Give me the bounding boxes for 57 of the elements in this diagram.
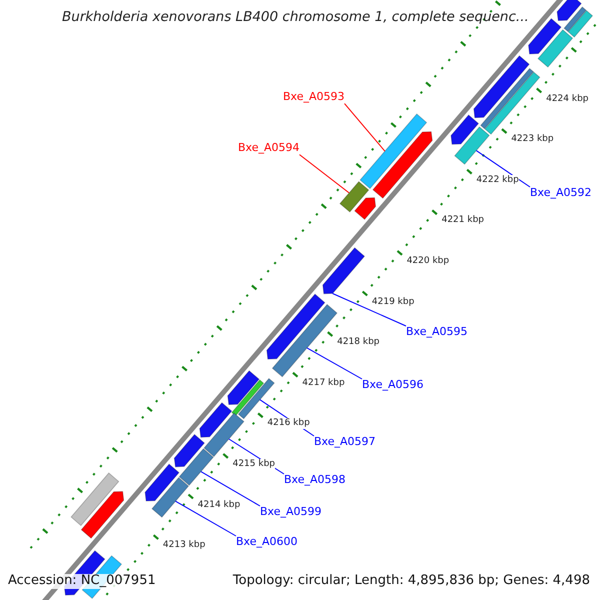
gene-bar bbox=[272, 304, 338, 378]
gene-bar bbox=[144, 464, 180, 502]
gene-label: Bxe_A0595 bbox=[406, 326, 468, 339]
leader-line bbox=[306, 347, 362, 380]
leader-line bbox=[175, 500, 236, 536]
footer-text: Topology: circular; Length: 4,895,836 bp; Genes: 4,498 bbox=[232, 574, 590, 589]
gene-bar bbox=[199, 402, 232, 438]
gene-bar bbox=[70, 472, 120, 526]
gene-label: Bxe_A0592 bbox=[530, 187, 592, 200]
gene-label: Bxe_A0594 bbox=[238, 142, 300, 155]
gene-bar bbox=[556, 0, 582, 22]
scale-label: 4220 kbp bbox=[406, 256, 450, 266]
gene-bar bbox=[178, 448, 214, 486]
scale-label: 4218 kbp bbox=[337, 337, 380, 348]
title: Burkholderia xenovorans LB400 chromosome 1, complete sequenc... bbox=[62, 10, 529, 26]
gene-label: Bxe_A0600 bbox=[236, 536, 298, 549]
gene-bar bbox=[564, 6, 594, 38]
gene-label: Bxe_A0599 bbox=[260, 506, 322, 519]
leader-line bbox=[344, 103, 386, 152]
leader-line bbox=[299, 154, 350, 194]
leader-line bbox=[476, 150, 530, 188]
gene-bar bbox=[473, 55, 530, 118]
leader-line bbox=[200, 471, 260, 506]
gene-label: Bxe_A0597 bbox=[314, 436, 376, 449]
gene-bar bbox=[80, 491, 124, 539]
gene-bar bbox=[174, 434, 205, 468]
footer-text: Accession: NC_007951 bbox=[8, 574, 156, 589]
gene-bar bbox=[322, 247, 366, 294]
scale-label: 4219 kbp bbox=[372, 296, 414, 307]
gene-bar bbox=[227, 370, 260, 406]
scale-label: 4221 kbp bbox=[442, 215, 484, 226]
gene-bar bbox=[231, 379, 264, 416]
gene-bar bbox=[354, 197, 376, 220]
gene-bar bbox=[450, 114, 480, 145]
scale-label: 4223 kbp bbox=[511, 134, 554, 144]
gene-bar bbox=[454, 126, 490, 165]
gene-bar bbox=[480, 68, 540, 135]
scale-label: 4222 kbp bbox=[476, 174, 519, 186]
gene-bar bbox=[528, 18, 562, 54]
scale-label: 4215 kbp bbox=[232, 458, 275, 470]
leader-line bbox=[332, 293, 406, 326]
gene-bar bbox=[266, 294, 326, 360]
gene-bar bbox=[360, 113, 428, 190]
scale-label: 4214 kbp bbox=[198, 500, 240, 510]
gene-bar bbox=[537, 29, 574, 68]
gene-label: Bxe_A0596 bbox=[362, 379, 424, 392]
gene-bar bbox=[151, 477, 190, 518]
scale-label: 4217 kbp bbox=[302, 378, 345, 388]
gene-bar bbox=[372, 131, 433, 199]
scale-label: 4224 kbp bbox=[546, 94, 588, 104]
scale-label: 4216 kbp bbox=[267, 418, 310, 429]
gene-bar bbox=[339, 181, 370, 213]
scale-label: 4213 kbp bbox=[162, 540, 206, 550]
gene-label: Bxe_A0593 bbox=[283, 91, 345, 104]
gene-bar bbox=[238, 378, 275, 420]
gene-bar bbox=[204, 412, 244, 458]
gene-label: Bxe_A0598 bbox=[284, 474, 346, 487]
